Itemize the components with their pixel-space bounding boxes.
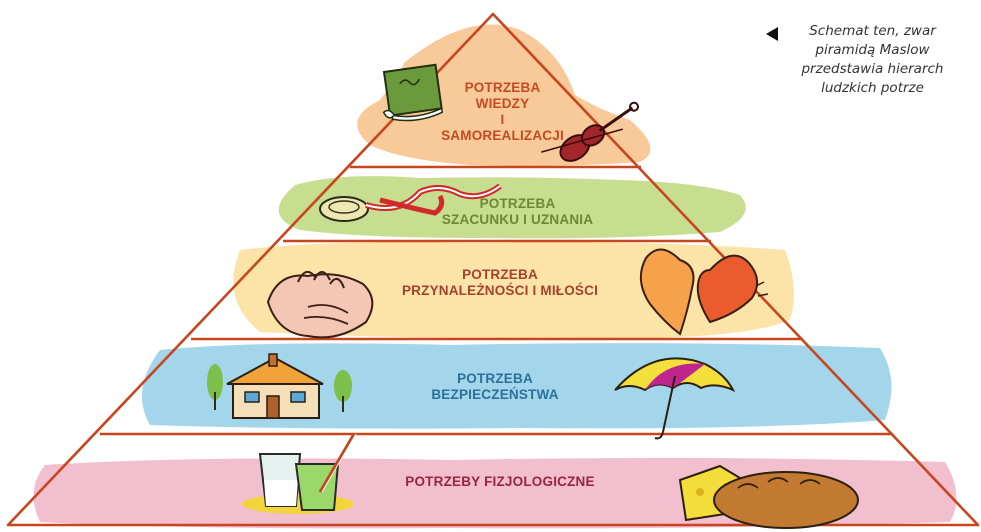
level-5-line-1: POTRZEBY FIZJOLOGICZNE <box>380 474 620 490</box>
level-label-safety: POTRZEBA BEZPIECZEŃSTWA <box>390 371 600 403</box>
level-3-line-1: POTRZEBA <box>380 267 620 283</box>
level-label-physiological: POTRZEBY FIZJOLOGICZNE <box>380 474 620 490</box>
level-label-belonging: POTRZEBA PRZYNALEŻNOŚCI I MIŁOŚCI <box>380 267 620 299</box>
level-label-self-actualization: POTRZEBA WIEDZY I SAMOREALIZACJI <box>440 80 565 144</box>
level-1-line-4: SAMOREALIZACJI <box>440 128 565 144</box>
caption-line-3: przedstawia hierarch <box>760 60 981 79</box>
level-4-line-2: BEZPIECZEŃSTWA <box>390 387 600 403</box>
bread-icon <box>714 472 858 528</box>
level-4-line-1: POTRZEBA <box>390 371 600 387</box>
caption-line-1: Schemat ten, zwar <box>760 22 981 41</box>
level-1-line-2: WIEDZY <box>440 96 565 112</box>
hands-icon <box>268 272 372 338</box>
level-1-line-1: POTRZEBA <box>440 80 565 96</box>
level-2-line-2: SZACUNKU I UZNANIA <box>440 212 595 228</box>
caption: Schemat ten, zwar piramidą Maslow przeds… <box>760 22 981 98</box>
caption-line-2: piramidą Maslow <box>760 41 981 60</box>
level-2-line-1: POTRZEBA <box>440 196 595 212</box>
level-label-esteem: POTRZEBA SZACUNKU I UZNANIA <box>440 196 595 228</box>
level-3-line-2: PRZYNALEŻNOŚCI I MIŁOŚCI <box>380 283 620 299</box>
caption-arrow-icon <box>766 27 778 41</box>
caption-line-4: ludzkich potrze <box>760 79 981 98</box>
level-1-line-3: I <box>440 112 565 128</box>
